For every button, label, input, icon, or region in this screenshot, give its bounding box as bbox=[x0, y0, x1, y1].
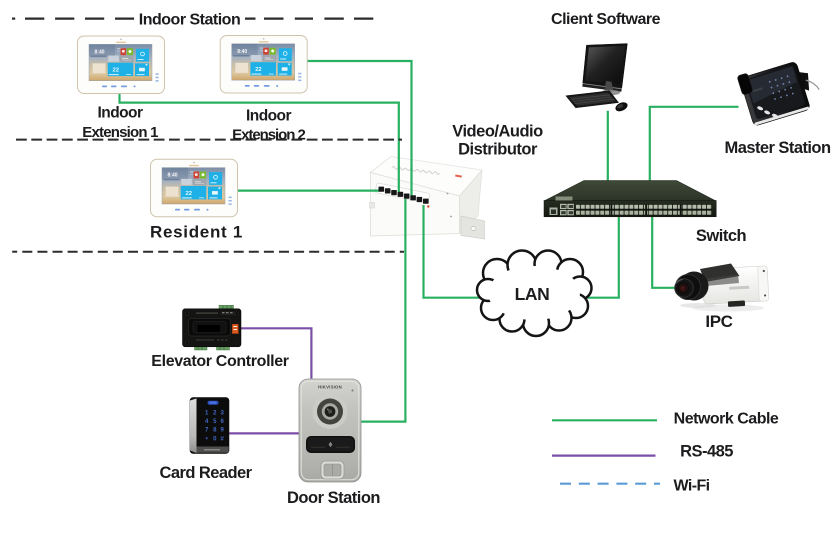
svg-text:Distributor: Distributor bbox=[458, 141, 538, 159]
svg-text:Network Cable: Network Cable bbox=[674, 411, 779, 428]
svg-text:5: 5 bbox=[213, 419, 217, 425]
svg-text:7: 7 bbox=[205, 427, 209, 433]
svg-text:3: 3 bbox=[221, 411, 225, 417]
svg-text:9: 9 bbox=[221, 427, 225, 433]
svg-text:Wi-Fi: Wi-Fi bbox=[674, 478, 710, 495]
svg-text:Indoor Station: Indoor Station bbox=[139, 12, 240, 29]
svg-text:RS-485: RS-485 bbox=[680, 443, 733, 461]
svg-text:HIKVISION: HIKVISION bbox=[318, 384, 342, 389]
svg-text:Indoor: Indoor bbox=[98, 105, 143, 122]
svg-text:IPC: IPC bbox=[705, 312, 732, 331]
svg-text:Client Software: Client Software bbox=[551, 11, 661, 28]
svg-text:#: # bbox=[221, 436, 225, 442]
svg-text:Elevator Controller: Elevator Controller bbox=[151, 353, 289, 370]
svg-text:Extension 2: Extension 2 bbox=[232, 127, 305, 144]
svg-text:6: 6 bbox=[221, 419, 225, 425]
svg-text:Card Reader: Card Reader bbox=[159, 464, 252, 482]
svg-text:Switch: Switch bbox=[696, 227, 747, 245]
svg-text:0: 0 bbox=[213, 436, 217, 442]
svg-text:Door Station: Door Station bbox=[287, 489, 380, 507]
svg-text:Extension 1: Extension 1 bbox=[82, 124, 158, 141]
svg-text:Indoor: Indoor bbox=[246, 108, 291, 125]
svg-text:4: 4 bbox=[205, 419, 209, 425]
svg-text:Video/Audio: Video/Audio bbox=[452, 123, 543, 141]
svg-text:Master Station: Master Station bbox=[725, 139, 831, 157]
svg-text:2: 2 bbox=[213, 411, 217, 417]
svg-text:*: * bbox=[206, 437, 209, 443]
svg-text:Resident 1: Resident 1 bbox=[150, 223, 243, 242]
svg-text:LAN: LAN bbox=[515, 284, 550, 304]
svg-text:8: 8 bbox=[213, 427, 217, 433]
svg-text:1: 1 bbox=[205, 411, 209, 417]
